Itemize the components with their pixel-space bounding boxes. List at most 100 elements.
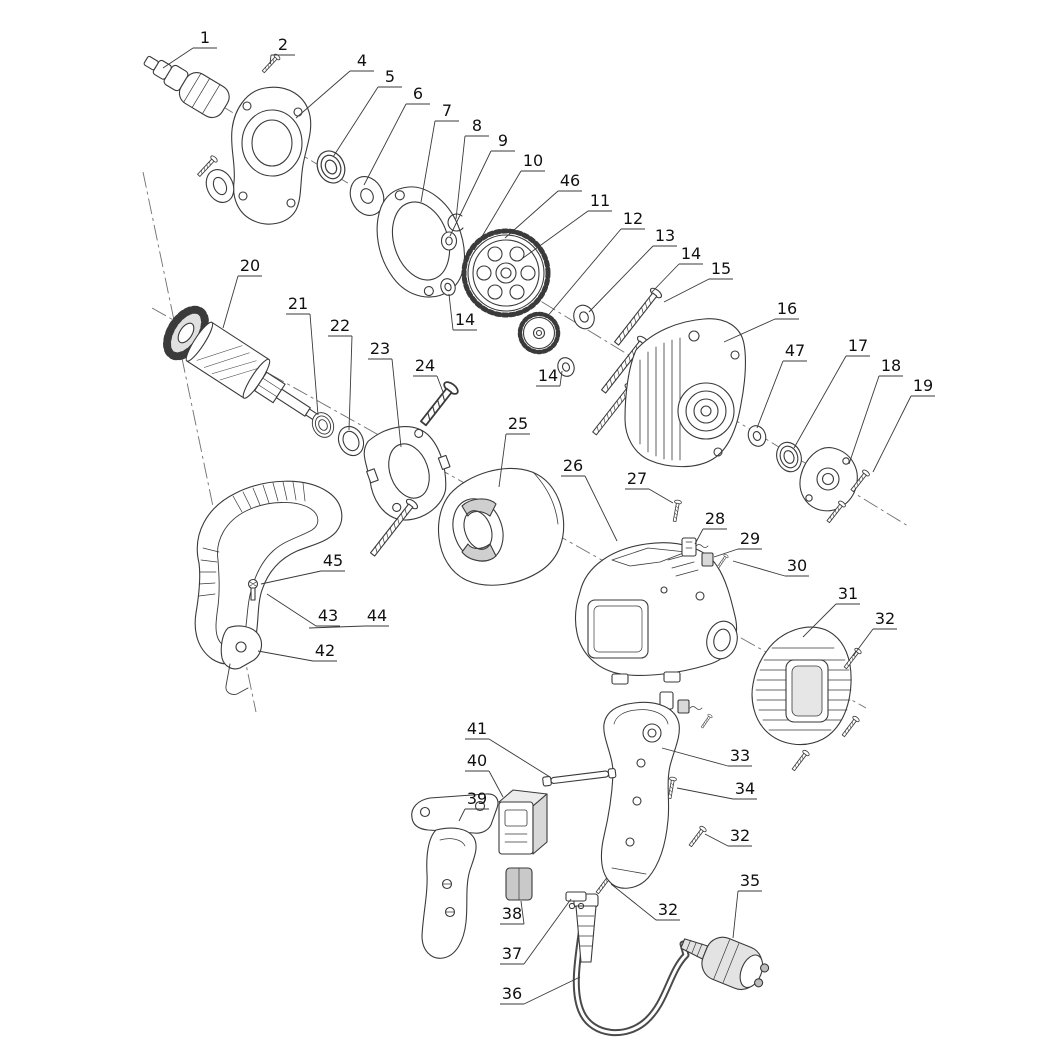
svg-text:44: 44 bbox=[367, 606, 387, 625]
svg-text:8: 8 bbox=[472, 116, 482, 135]
part-23-plate-sketch bbox=[363, 426, 451, 521]
svg-text:14: 14 bbox=[455, 310, 475, 329]
part-label-22: 22 bbox=[328, 316, 353, 431]
svg-text:30: 30 bbox=[787, 556, 807, 575]
svg-text:34: 34 bbox=[735, 779, 755, 798]
part-label-14: 14 bbox=[536, 366, 563, 387]
svg-text:15: 15 bbox=[711, 259, 731, 278]
svg-text:22: 22 bbox=[330, 316, 350, 335]
part-label-27: 27 bbox=[625, 469, 674, 504]
svg-text:14: 14 bbox=[538, 366, 558, 385]
part-label-7: 7 bbox=[420, 101, 459, 203]
part-label-40: 40 bbox=[465, 751, 504, 798]
part-25-stator-sketch bbox=[437, 467, 565, 586]
part-label-46: 46 bbox=[504, 171, 582, 239]
part-label-47: 47 bbox=[756, 341, 807, 429]
part-32d-screw-sketch bbox=[686, 824, 708, 849]
part-32b-screw-sketch bbox=[839, 714, 861, 739]
part-12-gear-sketch bbox=[517, 311, 561, 355]
part-37-clamp-sketch bbox=[565, 891, 587, 910]
part-label-21: 21 bbox=[286, 294, 319, 416]
svg-text:33: 33 bbox=[730, 746, 750, 765]
part-label-29: 29 bbox=[713, 529, 762, 558]
svg-text:46: 46 bbox=[560, 171, 580, 190]
part-40-switch-sketch bbox=[498, 789, 548, 855]
svg-text:14: 14 bbox=[681, 244, 701, 263]
svg-text:28: 28 bbox=[705, 509, 725, 528]
svg-text:11: 11 bbox=[590, 191, 610, 210]
part-label-41: 41 bbox=[465, 719, 551, 778]
part-label-26: 26 bbox=[561, 456, 618, 542]
part-label-1: 1 bbox=[162, 28, 217, 69]
part-sketches bbox=[143, 52, 871, 1037]
svg-text:32: 32 bbox=[658, 900, 678, 919]
svg-text:20: 20 bbox=[240, 256, 260, 275]
part-label-24: 24 bbox=[413, 356, 444, 393]
svg-text:4: 4 bbox=[357, 51, 367, 70]
svg-text:10: 10 bbox=[523, 151, 543, 170]
part-39-handle-sketch bbox=[411, 793, 499, 959]
part-label-13: 13 bbox=[588, 226, 677, 313]
svg-text:13: 13 bbox=[655, 226, 675, 245]
part-24-screw-sketch bbox=[416, 378, 461, 430]
part-29-brush-sketch bbox=[701, 552, 714, 567]
part-label-12: 12 bbox=[545, 209, 645, 319]
part-label-35: 35 bbox=[732, 871, 762, 939]
part-label-14: 14 bbox=[448, 293, 477, 331]
part-label-15: 15 bbox=[663, 259, 733, 303]
svg-text:24: 24 bbox=[415, 356, 435, 375]
svg-text:6: 6 bbox=[413, 84, 423, 103]
svg-text:19: 19 bbox=[913, 376, 933, 395]
svg-text:45: 45 bbox=[323, 551, 343, 570]
part-label-17: 17 bbox=[793, 336, 870, 449]
svg-text:39: 39 bbox=[467, 789, 487, 808]
svg-text:35: 35 bbox=[740, 871, 760, 890]
svg-text:40: 40 bbox=[467, 751, 487, 770]
svg-text:12: 12 bbox=[623, 209, 643, 228]
part-4-cover-sketch bbox=[205, 86, 312, 225]
svg-text:36: 36 bbox=[502, 984, 522, 1003]
part-38-capacitor-sketch bbox=[505, 867, 533, 901]
part-6-washer-sketch bbox=[349, 176, 385, 216]
svg-text:9: 9 bbox=[498, 131, 508, 150]
part-label-45: 45 bbox=[260, 551, 345, 585]
svg-text:41: 41 bbox=[467, 719, 487, 738]
part-14b-washer-sketch bbox=[557, 357, 575, 377]
part-label-37: 37 bbox=[500, 898, 572, 965]
part-label-10: 10 bbox=[473, 151, 545, 251]
part-26-housing-sketch bbox=[575, 542, 738, 685]
part-17-bearing-sketch bbox=[772, 438, 806, 476]
part-label-8: 8 bbox=[455, 116, 489, 220]
part-18-plate-sketch bbox=[799, 447, 858, 512]
svg-text:37: 37 bbox=[502, 944, 522, 963]
part-label-25: 25 bbox=[498, 414, 530, 488]
part-33-frame-sketch bbox=[600, 701, 680, 889]
part-label-6: 6 bbox=[363, 84, 430, 186]
part-16-housing-sketch bbox=[624, 318, 746, 468]
part-35-plug-sketch bbox=[680, 936, 770, 991]
svg-text:23: 23 bbox=[370, 339, 390, 358]
svg-text:47: 47 bbox=[785, 341, 805, 360]
part-label-32: 32 bbox=[610, 883, 680, 921]
part-label-28: 28 bbox=[694, 509, 727, 545]
part-label-32: 32 bbox=[704, 826, 752, 847]
svg-text:26: 26 bbox=[563, 456, 583, 475]
part-label-43: 43 bbox=[266, 593, 340, 627]
part-20-armature-sketch bbox=[163, 305, 321, 422]
svg-text:2: 2 bbox=[278, 35, 288, 54]
part-label-20: 20 bbox=[222, 256, 262, 329]
svg-text:38: 38 bbox=[502, 904, 522, 923]
part-30b-screw-sketch bbox=[699, 713, 714, 730]
part-label-2: 2 bbox=[269, 35, 295, 65]
part-14a-washer-sketch bbox=[440, 278, 456, 296]
svg-text:32: 32 bbox=[730, 826, 750, 845]
svg-text:18: 18 bbox=[881, 356, 901, 375]
part-28b-brushholder-sketch bbox=[659, 691, 703, 714]
svg-text:25: 25 bbox=[508, 414, 528, 433]
svg-text:5: 5 bbox=[385, 67, 395, 86]
part-label-30: 30 bbox=[732, 556, 809, 577]
part-42-handle-sketch bbox=[194, 480, 343, 695]
part-label-44: 44 bbox=[308, 606, 389, 629]
